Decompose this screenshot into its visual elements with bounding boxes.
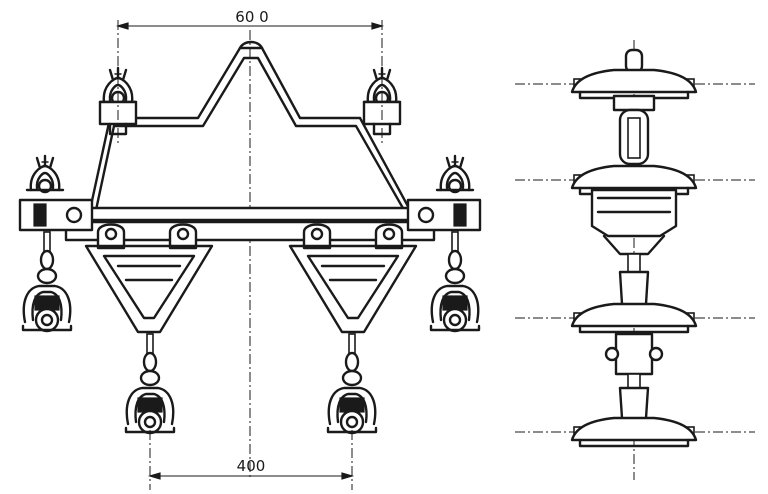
right-lower-hanger	[326, 332, 378, 435]
top-dimension-label: 60 0	[235, 8, 268, 26]
right-triangle-yoke	[288, 244, 418, 334]
left-triangle-yoke	[84, 244, 214, 334]
bottom-dimension-label: 400	[237, 457, 266, 475]
left-lower-hanger	[124, 332, 176, 435]
left-side-hanger	[21, 230, 73, 333]
side-view-string	[515, 40, 755, 480]
right-side-hanger	[429, 230, 481, 333]
left-outer-clamp	[25, 154, 65, 194]
yoke-beam	[64, 206, 436, 222]
beam-bosses	[96, 223, 404, 250]
right-outer-clamp	[435, 154, 475, 194]
top-dimension: 60 0	[115, 8, 385, 30]
bottom-dimension: 400	[147, 457, 355, 480]
